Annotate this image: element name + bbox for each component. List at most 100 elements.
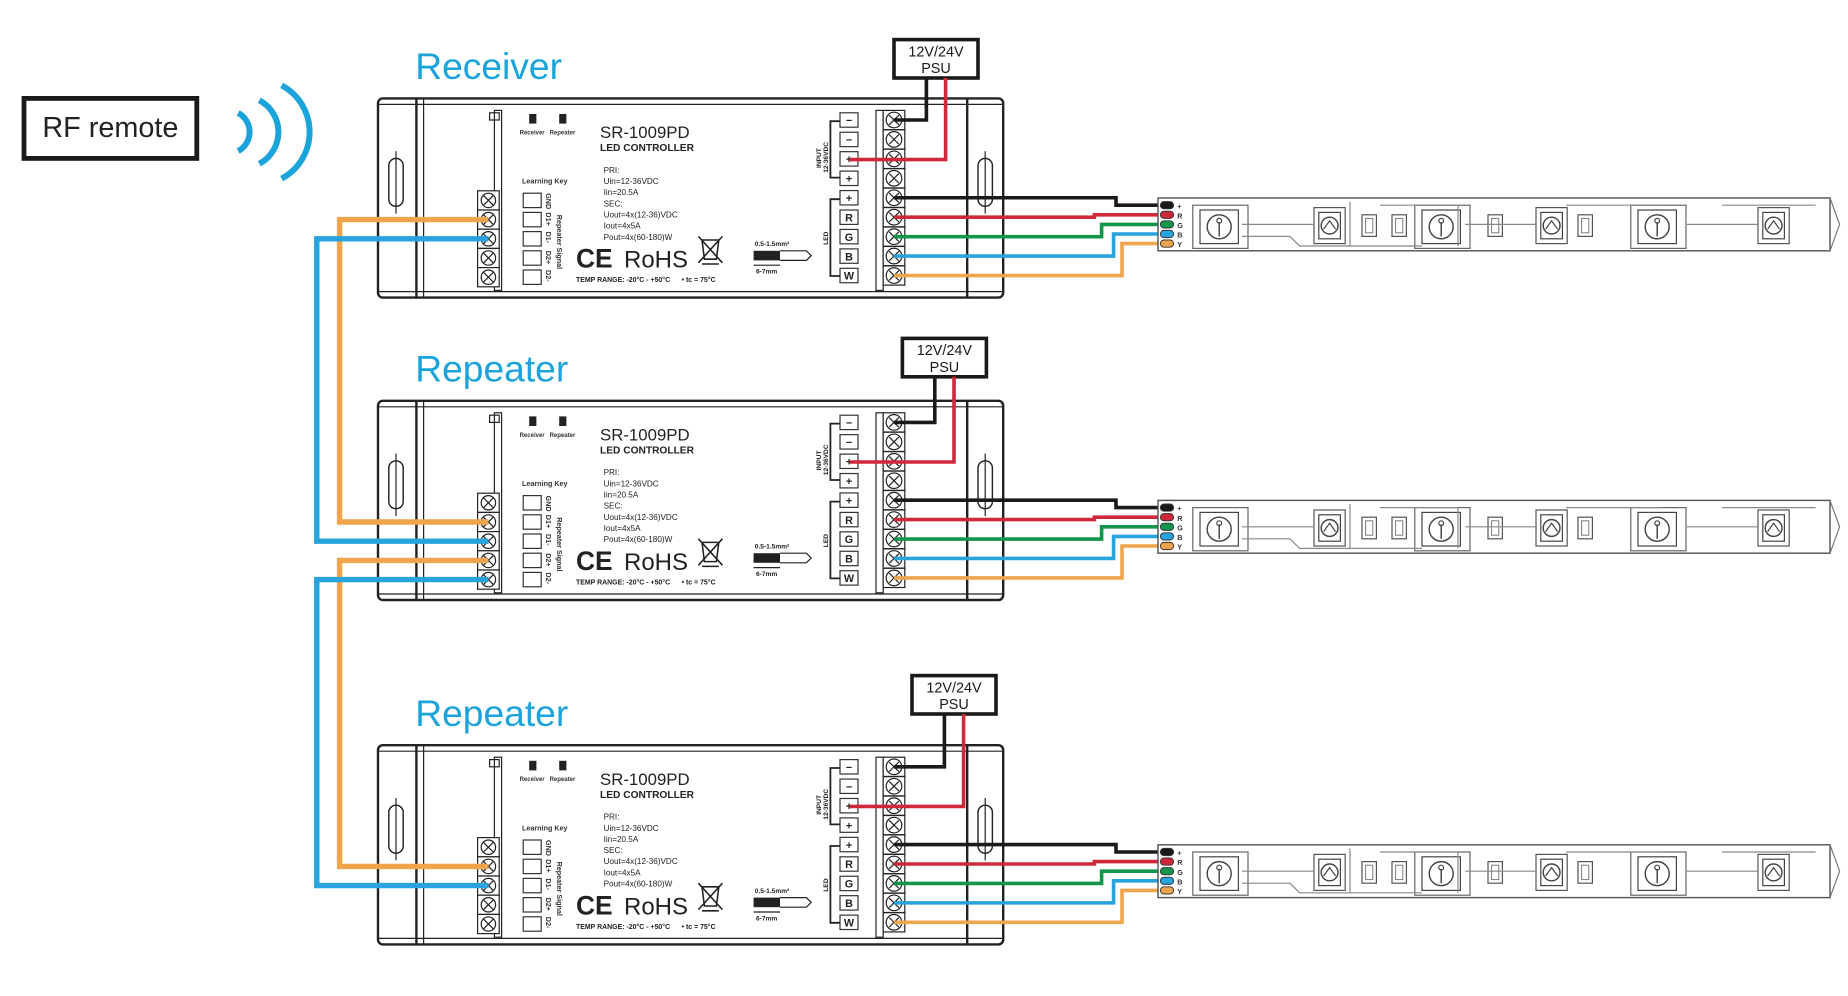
repeater-switch-icon	[559, 760, 567, 771]
led-output-wire	[894, 879, 1168, 905]
repeater-switch-icon	[559, 416, 567, 427]
receiver-switch-icon	[529, 416, 537, 427]
strip-pin-pad	[1159, 513, 1175, 522]
led-lens	[1206, 516, 1232, 542]
led-chip-small	[1318, 858, 1342, 887]
input-voltage-label: 12-36VDC	[823, 789, 830, 820]
resistor-body	[1395, 217, 1404, 234]
led-bracket	[829, 845, 841, 924]
input-terminal-label: +	[846, 820, 852, 832]
repeater-signal-label: Repeater Signal	[555, 862, 564, 916]
signal-terminal-label: D2-	[544, 270, 553, 282]
switch-label: Repeater	[550, 777, 576, 783]
resistor-body	[1581, 217, 1590, 234]
model-number: SR-1009PD	[600, 123, 690, 142]
screw-cross	[888, 173, 900, 184]
led-terminal-box	[839, 836, 859, 853]
input-bracket	[829, 767, 841, 826]
screw-cross	[888, 475, 900, 486]
led-lens-mark	[1767, 219, 1781, 230]
psu-voltage-label: 12V/24V	[908, 44, 964, 60]
led-chip-frame	[1313, 207, 1346, 245]
switch-label: Repeater	[550, 130, 576, 136]
input-terminal-label: +	[846, 456, 852, 468]
psu-box	[900, 336, 989, 379]
psu-positive-wire	[849, 376, 956, 464]
repeater-switch-icon	[559, 114, 567, 124]
led-lens	[1320, 518, 1339, 538]
led-lens	[1644, 516, 1670, 542]
screw-cross	[483, 918, 494, 930]
resistor-body	[1491, 217, 1500, 234]
led-bracket	[829, 500, 841, 580]
signal-label-box	[522, 552, 542, 569]
led-lens-mark	[1767, 866, 1781, 877]
radio-waves-icon	[236, 82, 313, 182]
temp-range: TEMP RANGE: -20°C - +50°C	[576, 578, 670, 586]
psu-box	[910, 673, 998, 716]
led-output-wire	[894, 498, 1168, 510]
led-lens	[1764, 216, 1783, 235]
screw-cross	[483, 195, 494, 206]
led-terminal-label: W	[844, 918, 855, 930]
signal-label-box	[522, 916, 542, 932]
led-lens-dot	[1438, 520, 1445, 527]
ce-mark: CE	[576, 244, 613, 274]
led-terminal-label: +	[846, 840, 852, 852]
product-type: LED CONTROLLER	[600, 143, 695, 154]
led-terminal-label: R	[845, 859, 853, 871]
weee-bin-icon	[697, 882, 723, 912]
strip-pin-label: R	[1177, 211, 1183, 220]
psu-voltage-label: 12V/24V	[917, 343, 973, 359]
strip-length-label: 6-7mm	[756, 571, 777, 578]
signal-terminal-label: D2+	[544, 898, 553, 911]
resistor-body	[1581, 520, 1590, 536]
input-terminal-box	[839, 112, 859, 128]
product-type: LED CONTROLLER	[600, 790, 695, 801]
signal-terminal-label: D2-	[544, 917, 553, 929]
tc-rating: • tc = 75°C	[682, 578, 716, 586]
signal-terminal-label: GND	[544, 496, 553, 512]
screw-cross	[483, 497, 494, 509]
led-terminal-label: G	[845, 879, 853, 891]
led-chip-frame	[1535, 509, 1568, 547]
temp-range: TEMP RANGE: -20°C - +50°C	[576, 923, 670, 931]
led-chip-frame	[1192, 204, 1249, 250]
led-terminal-box	[839, 875, 859, 892]
led-output-wire	[894, 241, 1168, 278]
strip-pin-label: B	[1177, 877, 1182, 886]
led-terminal-box	[839, 248, 859, 264]
psu-negative-wire	[894, 714, 947, 769]
input-voltage-label: 12-36VDC	[823, 142, 830, 173]
signal-label-box	[522, 250, 542, 266]
ce-mark: CE	[576, 546, 613, 576]
switch-label: Receiver	[520, 777, 546, 783]
resistor-body	[1395, 520, 1404, 536]
led-output-wire	[894, 859, 1168, 866]
led-output-wire	[894, 195, 1168, 208]
input-terminal-box	[839, 414, 859, 431]
signal-label-box	[522, 192, 542, 209]
led-terminal-box	[839, 570, 859, 586]
screw-cross	[483, 899, 494, 911]
psu-positive-wire	[849, 714, 966, 809]
strip-pin-pad	[1159, 503, 1175, 512]
signal-label-box	[522, 211, 542, 228]
screw-cross	[888, 781, 900, 792]
led-lens	[1644, 860, 1670, 887]
strip-pin-label: Y	[1177, 887, 1182, 896]
led-terminal-box	[839, 895, 859, 911]
signal-label-box	[522, 858, 542, 875]
receiver-switch-icon	[529, 760, 537, 771]
led-terminal-box	[839, 228, 859, 245]
rail-clip	[489, 414, 500, 424]
led-terminal-label: G	[845, 534, 853, 546]
led-lens	[1542, 518, 1561, 538]
spec-line: SEC:	[604, 846, 623, 855]
strip-pin-pad	[1159, 847, 1175, 857]
strip-pin-label: G	[1177, 221, 1183, 230]
